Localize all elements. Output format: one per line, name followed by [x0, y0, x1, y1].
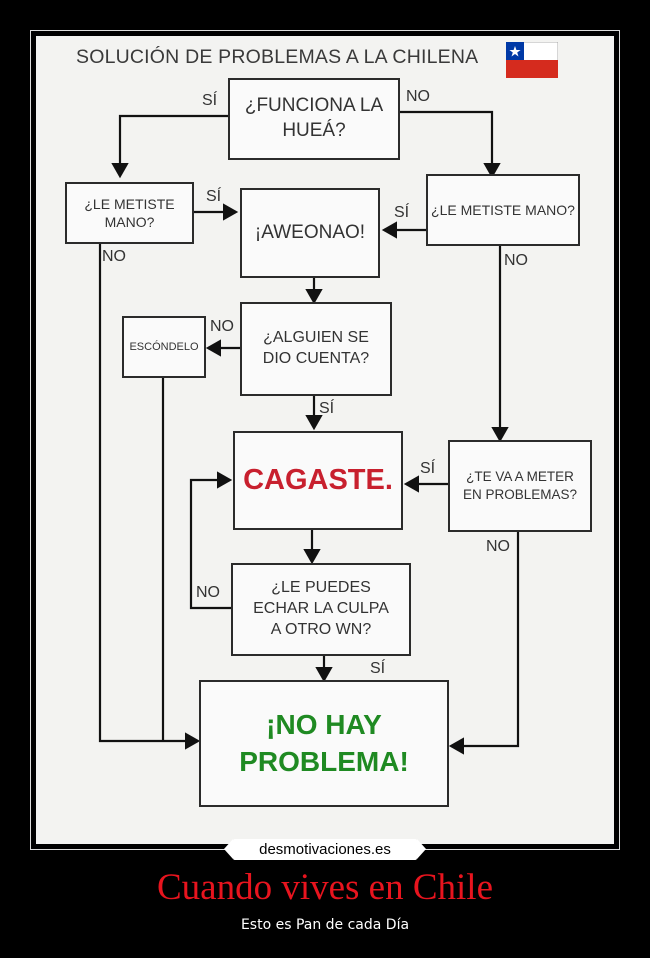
edge-start-no: [400, 110, 501, 179]
label-alguien-yes: SÍ: [319, 400, 335, 417]
label-problemas-yes: SÍ: [420, 460, 436, 477]
node-problemas: ¿TE VA A METER EN PROBLEMAS?: [448, 440, 592, 532]
caption-subtitle: Esto es Pan de cada Día: [240, 917, 410, 933]
edge-problemas-no: [448, 532, 520, 755]
node-cagaste: CAGASTE.: [233, 431, 403, 530]
node-funciona: ¿FUNCIONA LA HUEÁ?: [228, 78, 400, 160]
node-alguien: ¿ALGUIEN SE DIO CUENTA?: [240, 302, 392, 396]
label-culpa-yes: SÍ: [370, 660, 386, 677]
caption-title: Cuando vives en Chile: [156, 867, 494, 908]
connector-lines: [98, 110, 520, 755]
node-culpa: ¿LE PUEDES ECHAR LA CULPA A OTRO WN?: [231, 563, 411, 656]
node-escondelo: ESCÓNDELO: [122, 316, 206, 378]
label-start-yes: SÍ: [202, 92, 218, 109]
label-metiste-left-yes: SÍ: [206, 188, 222, 205]
label-start-no: NO: [406, 88, 430, 105]
label-metiste-left-no: NO: [102, 248, 126, 265]
node-no-problema: ¡NO HAY PROBLEMA!: [199, 680, 449, 807]
label-alguien-no: NO: [210, 318, 234, 335]
chile-flag-icon: [506, 42, 558, 78]
label-culpa-no: NO: [196, 584, 220, 601]
node-metiste-left: ¿LE METISTE MANO?: [65, 182, 194, 244]
node-aweonao: ¡AWEONAO!: [240, 188, 380, 278]
node-metiste-right: ¿LE METISTE MANO?: [426, 174, 580, 246]
edge-culpa-no: [189, 471, 233, 610]
label-metiste-right-no: NO: [504, 252, 528, 269]
label-problemas-no: NO: [486, 538, 510, 555]
label-metiste-right-yes: SÍ: [394, 204, 410, 221]
edge-metiste-left-no: [98, 242, 201, 750]
chart-title: SOLUCIÓN DE PROBLEMAS A LA CHILENA: [76, 46, 479, 68]
edge-start-yes: [111, 114, 228, 179]
flowchart-sheet: SOLUCIÓN DE PROBLEMAS A LA CHILENA ¿FUNC…: [36, 36, 614, 844]
watermark: desmotivaciones.es: [224, 839, 426, 860]
